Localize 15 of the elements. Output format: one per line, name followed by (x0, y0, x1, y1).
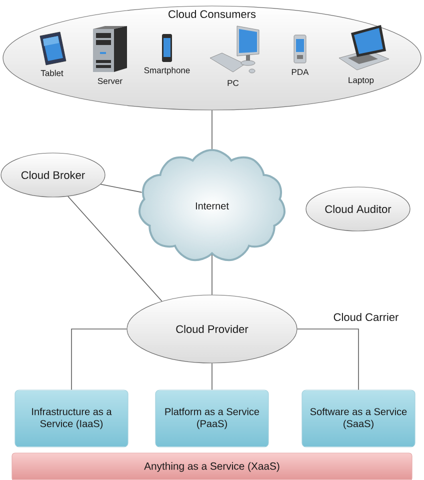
device-label: Laptop (348, 77, 374, 85)
connector-line (68, 196, 162, 302)
device-label: Smartphone (144, 67, 190, 75)
connector-line (296, 328, 359, 390)
device-label: PDA (292, 69, 309, 75)
service-box: Infrastructure as a Service (IaaS) (14, 390, 128, 448)
connector-line (100, 184, 142, 193)
device-label: Tablet (40, 70, 64, 76)
service-box: Platform as a Service (PaaS) (155, 390, 269, 448)
connector-line (71, 328, 128, 390)
device-label: Server (98, 78, 122, 84)
service-box: Software as a Service (SaaS) (302, 390, 416, 448)
service-band: Anything as a Service (XaaS) (12, 452, 412, 480)
device-label: PC (228, 80, 239, 86)
annotation-text: Cloud Carrier (334, 312, 398, 322)
